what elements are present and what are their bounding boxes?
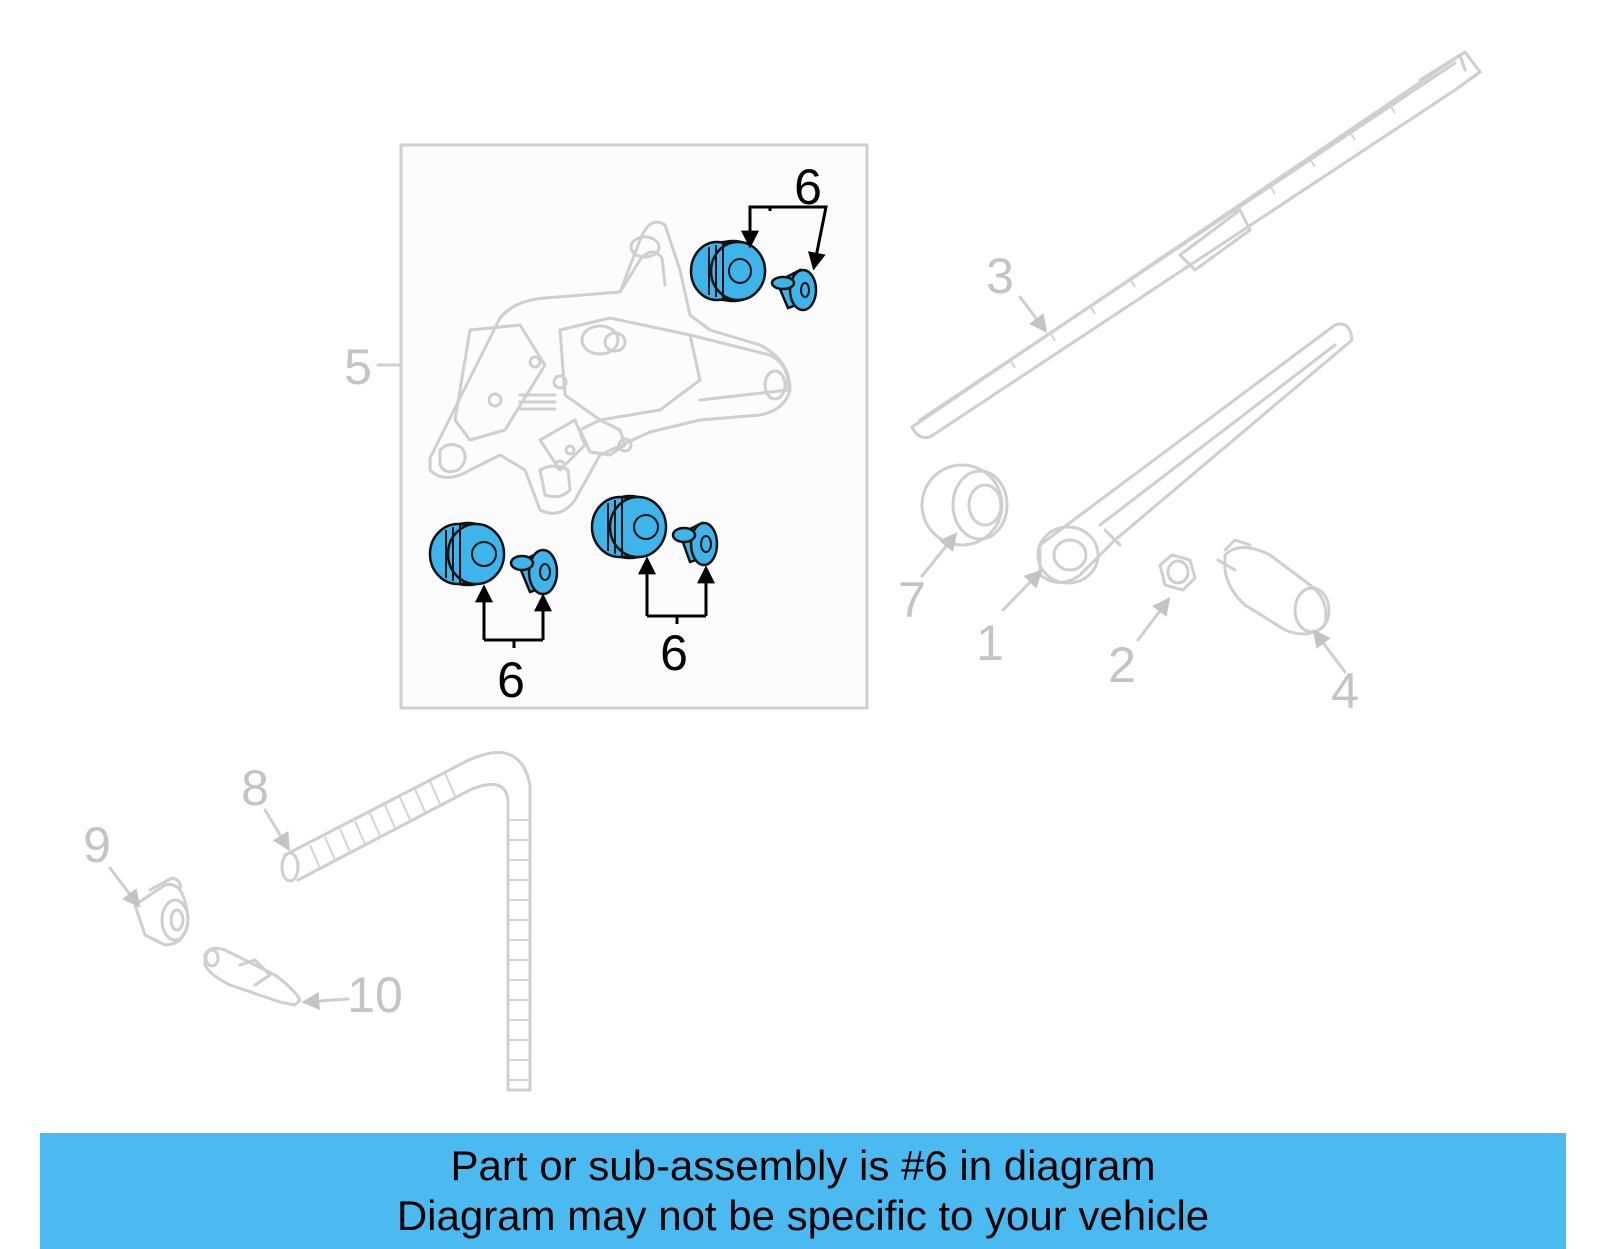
callout-1: 1 [976,615,1004,671]
part-9-connector [133,876,190,947]
banner-line-part: Part or sub-assembly is #6 in diagram [450,1142,1156,1189]
bushing-bottom-left [509,548,559,596]
part-7-grommet [920,463,1009,547]
callout-3: 3 [986,248,1014,304]
callout-6-bottom-right: 6 [660,625,688,681]
callout-7: 7 [898,572,926,628]
callout-4: 4 [1331,663,1359,719]
info-banner: Part or sub-assembly is #6 in diagram Di… [40,1133,1566,1249]
callout-8: 8 [241,760,269,816]
callout-6-top-leader [741,205,828,271]
callout-6-bottom-left-leader [475,584,552,648]
wiper-arm [1036,322,1354,585]
callout-6-bottom-right-leader [638,556,715,624]
gray-leaders [108,295,1347,1010]
part-8-hose [280,751,532,1092]
callout-6-top: 6 [794,159,822,215]
callout-2: 2 [1108,637,1136,693]
callout-6-bottom-left: 6 [497,652,525,708]
part-4-cap [1216,538,1331,636]
part-10-nozzle [203,946,302,1007]
callout-10: 10 [347,967,403,1023]
bushing-bottom-right [671,521,719,567]
callout-9: 9 [83,817,111,873]
grommet-bottom-right [590,494,668,560]
wiper-motor [428,220,792,515]
banner-line-disclaimer: Diagram may not be specific to your vehi… [396,1192,1210,1239]
callout-5: 5 [344,339,372,395]
grommet-top [689,239,767,303]
part-2-nut [1158,553,1197,592]
wiper-blade [910,50,1482,439]
bushing-top [770,268,818,312]
assembly-box [399,143,869,710]
grommet-bottom-left [428,521,506,587]
